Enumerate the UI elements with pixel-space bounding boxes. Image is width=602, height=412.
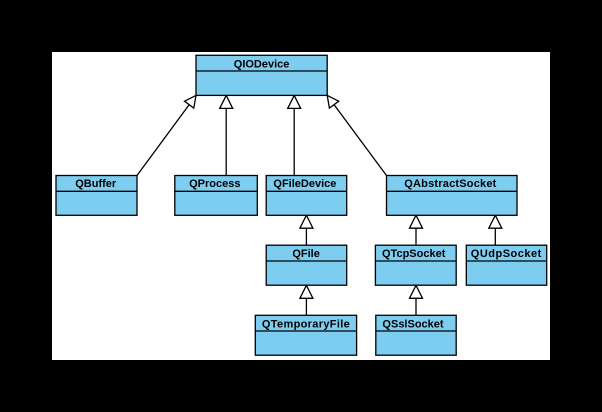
svg-text:QSslSocket: QSslSocket xyxy=(382,318,443,330)
svg-text:QBuffer: QBuffer xyxy=(75,178,117,190)
svg-text:QProcess: QProcess xyxy=(189,178,240,190)
svg-text:QTcpSocket: QTcpSocket xyxy=(382,248,446,260)
svg-text:QIODevice: QIODevice xyxy=(234,59,290,71)
svg-text:QUdpSocket: QUdpSocket xyxy=(471,248,542,260)
svg-text:QTemporaryFile: QTemporaryFile xyxy=(262,318,350,330)
svg-text:QFileDevice: QFileDevice xyxy=(273,178,336,190)
svg-text:QFile: QFile xyxy=(292,248,320,260)
svg-text:QAbstractSocket: QAbstractSocket xyxy=(404,178,496,190)
